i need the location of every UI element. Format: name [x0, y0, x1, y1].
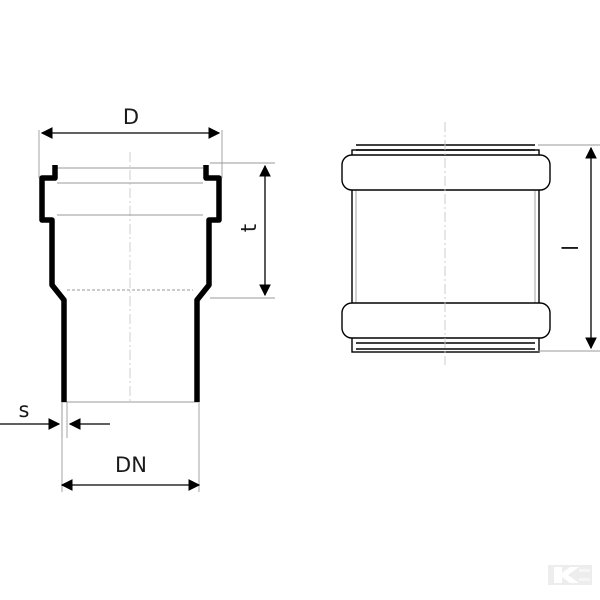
s-label: s	[19, 398, 30, 422]
coupling-top-ring	[341, 154, 551, 191]
dn-label: DN	[115, 453, 147, 477]
d-label: D	[123, 105, 139, 129]
side-view: l	[341, 122, 600, 365]
l-label: l	[559, 245, 583, 251]
right-wall-profile	[194, 165, 222, 402]
coupling-bottom-ring	[341, 302, 551, 339]
brand-k-logo-icon	[548, 565, 592, 585]
t-label: t	[237, 224, 261, 232]
left-wall-profile	[39, 165, 67, 402]
section-view: D t s DN	[0, 105, 275, 492]
